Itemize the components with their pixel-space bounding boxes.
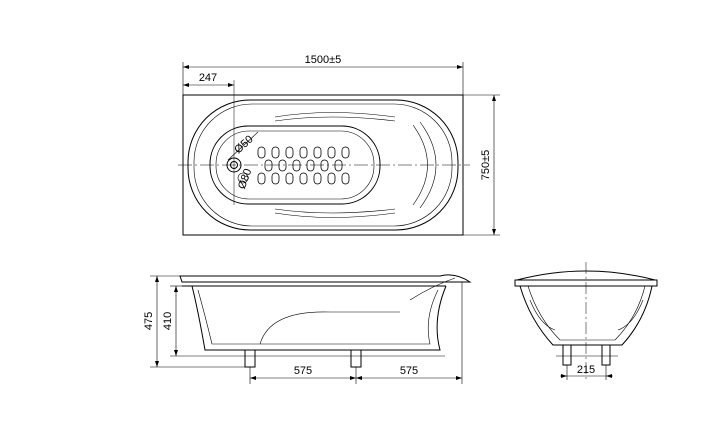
leg-spacing-left-label: 575: [294, 365, 312, 377]
length-dim-label: 1500±5: [305, 54, 342, 66]
end-view-left-armrest: [529, 299, 556, 331]
anti-slip-pattern: [257, 146, 350, 185]
side-view-left-foot: [244, 349, 256, 368]
drain-offset-arrow-right: [228, 83, 234, 87]
end-view-right-armrest: [617, 299, 644, 331]
leg-spacing-right-label: 575: [400, 365, 418, 377]
drain-offset-label: 247: [199, 72, 217, 84]
leg-dim-arrow-4: [456, 376, 462, 380]
top-view-armrest-top: [274, 112, 396, 118]
total-height-arrow-bottom: [155, 361, 159, 367]
end-view-body-inner: [527, 285, 646, 341]
top-view-head-curve: [419, 121, 437, 209]
side-view-armrest-sculpt: [259, 311, 400, 345]
overflow-circle: [237, 172, 249, 184]
end-view-right-foot: [601, 344, 611, 366]
drain-offset-arrow-left: [183, 83, 189, 87]
side-view-headrest-sculpt: [409, 277, 456, 301]
width-dim-label: 750±5: [480, 150, 492, 181]
total-height-arrow-top: [155, 276, 159, 282]
top-view-inner-bottom-line: [215, 130, 375, 200]
width-dim-arrow-top: [492, 95, 496, 101]
drain-leader: [227, 131, 259, 161]
width-dim-arrow-bottom: [492, 229, 496, 235]
side-view: 475 410 575 575: [143, 274, 472, 384]
total-height-label: 475: [143, 312, 155, 330]
end-view-left-foot: [562, 344, 572, 366]
top-view-armrest-top-2: [274, 116, 396, 122]
basin-height-arrow-top: [174, 286, 178, 292]
top-view-armrest-bottom-2: [274, 208, 396, 214]
leg-dim-arrow-1: [250, 376, 256, 380]
length-dim-arrow-right: [457, 65, 463, 69]
side-view-right-foot: [350, 349, 362, 368]
top-view-armrest-bottom: [274, 212, 396, 218]
basin-height-arrow-bottom: [174, 350, 178, 356]
side-view-body: [191, 285, 447, 351]
side-view-body-inner: [197, 289, 439, 345]
end-view: 215: [514, 262, 658, 380]
side-view-rim: [179, 274, 472, 283]
end-leg-spacing-label: 215: [577, 364, 595, 376]
end-view-body-outer: [519, 285, 653, 346]
length-dim-arrow-left: [183, 65, 189, 69]
leg-dim-arrow-2: [350, 376, 356, 380]
basin-height-label: 410: [162, 312, 174, 330]
leg-dim-arrow-3: [356, 376, 362, 380]
end-leg-arrow-right: [606, 374, 612, 378]
end-leg-arrow-left: [561, 374, 567, 378]
top-view: 1500±5 247 750±5 Ø50 Ø80: [178, 54, 500, 236]
